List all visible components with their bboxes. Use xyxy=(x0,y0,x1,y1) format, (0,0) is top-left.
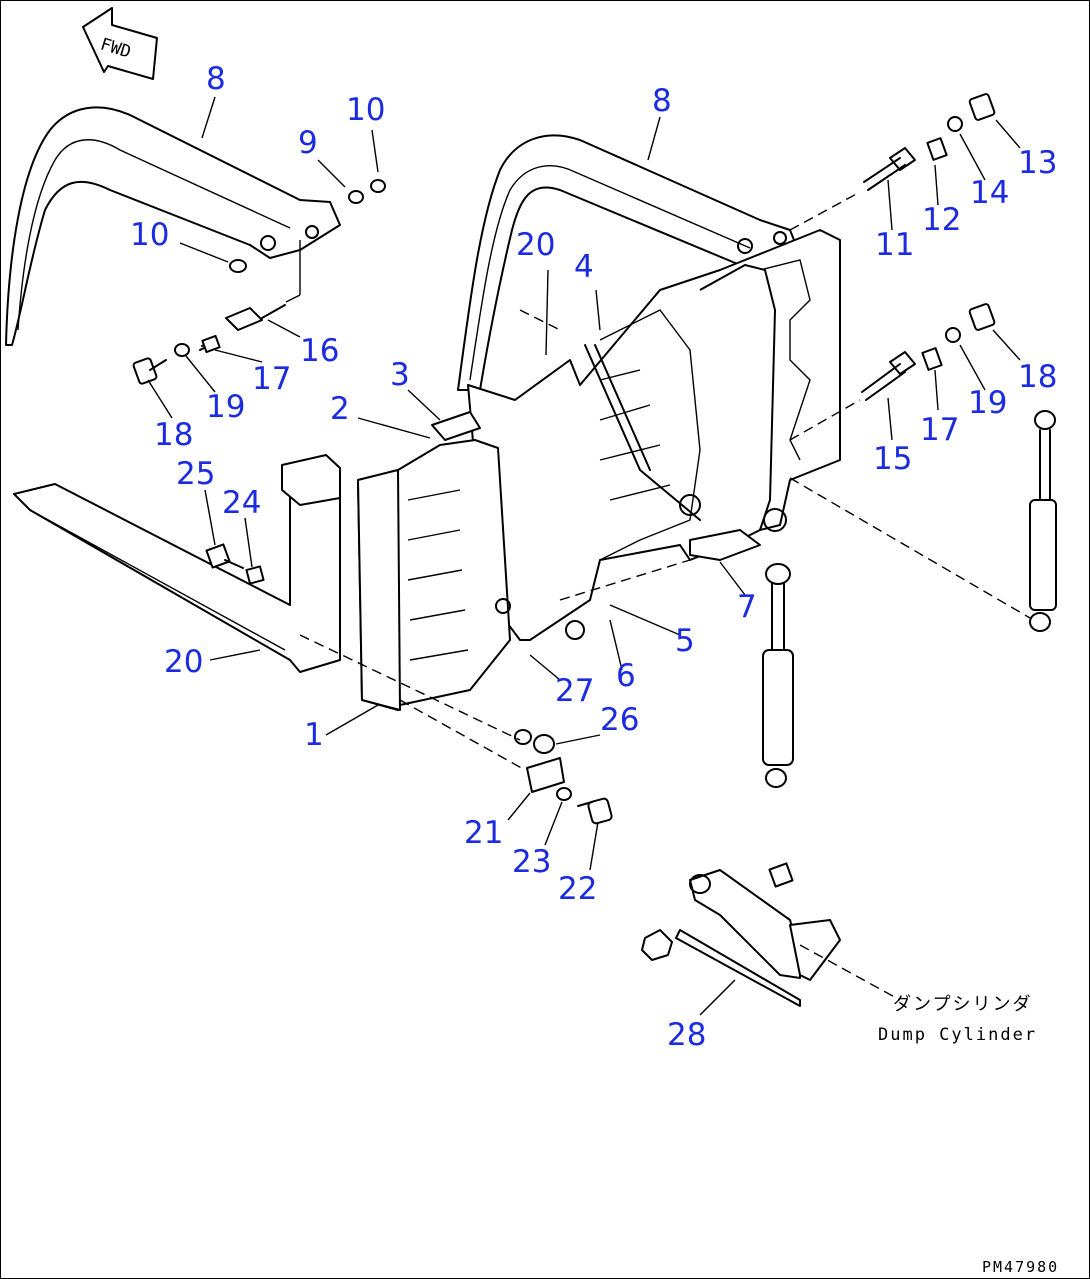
callout-26: 26 xyxy=(600,702,640,738)
right-guard-part-8 xyxy=(457,134,801,391)
bushing-part-9 xyxy=(229,179,386,273)
callout-1: 1 xyxy=(304,717,324,753)
dump-cylinder-detail xyxy=(641,862,841,1007)
callout-17-right: 17 xyxy=(920,412,960,448)
bolt-part-25 xyxy=(205,543,265,585)
callout-25: 25 xyxy=(176,456,216,492)
callout-28: 28 xyxy=(667,1017,707,1053)
callout-20-left: 20 xyxy=(164,644,204,680)
callout-8-right: 8 xyxy=(652,83,672,119)
callout-20-top: 20 xyxy=(516,227,556,263)
callout-4: 4 xyxy=(574,249,594,285)
callout-10-left: 10 xyxy=(130,217,170,253)
bolt-set-left xyxy=(132,334,221,385)
pin-part-16 xyxy=(225,240,301,331)
callout-5: 5 xyxy=(675,623,695,659)
callout-24: 24 xyxy=(222,485,262,521)
backrest-part-2 xyxy=(357,411,511,711)
callout-12: 12 xyxy=(922,202,962,238)
callout-3: 3 xyxy=(390,357,410,393)
callout-6: 6 xyxy=(616,658,636,694)
callout-17-left: 17 xyxy=(252,361,292,397)
callout-15: 15 xyxy=(873,441,913,477)
tilt-cylinder-right xyxy=(1029,410,1057,632)
callout-18-left: 18 xyxy=(154,417,194,453)
callout-14: 14 xyxy=(970,175,1010,211)
callout-8-left: 8 xyxy=(206,61,226,97)
stop-block-parts xyxy=(514,729,613,825)
callout-11: 11 xyxy=(875,227,915,263)
dump-cylinder-label-jp: ダンプシリンダ xyxy=(893,994,1033,1015)
callout-16: 16 xyxy=(300,333,340,369)
callout-19-left: 19 xyxy=(206,389,246,425)
tilt-cylinder-left xyxy=(762,563,794,788)
center-lines xyxy=(299,191,1031,1001)
left-guard-part-8 xyxy=(5,106,341,346)
callout-9: 9 xyxy=(298,125,318,161)
drawing-code: PM47980 xyxy=(982,1258,1060,1276)
callout-27: 27 xyxy=(555,673,595,709)
callout-7: 7 xyxy=(737,589,757,625)
callout-19-right: 19 xyxy=(968,385,1008,421)
callout-18-right: 18 xyxy=(1018,359,1058,395)
dump-cylinder-label-en: Dump Cylinder xyxy=(878,1025,1038,1045)
callout-23: 23 xyxy=(512,844,552,880)
callout-2: 2 xyxy=(330,391,350,427)
callout-22: 22 xyxy=(558,871,598,907)
leader-lines xyxy=(147,96,1021,1016)
callout-10-top: 10 xyxy=(346,92,386,128)
fwd-arrow-icon: FWD xyxy=(82,7,158,80)
callout-13: 13 xyxy=(1018,145,1058,181)
pin-set-lower-right xyxy=(861,303,996,401)
carriage-frame-part-4 xyxy=(467,229,841,641)
pin-set-upper-right xyxy=(863,93,996,191)
callout-21: 21 xyxy=(464,815,504,851)
